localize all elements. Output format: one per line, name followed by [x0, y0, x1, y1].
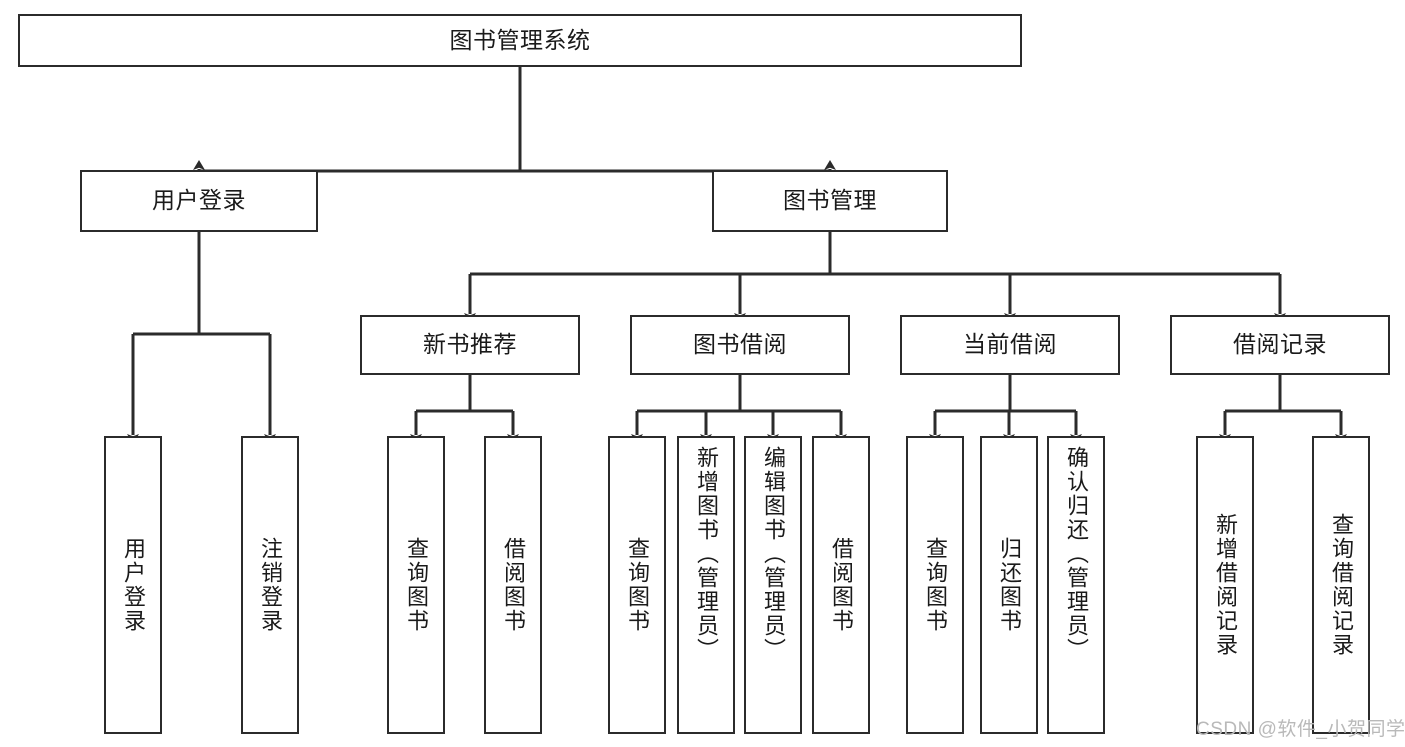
leaf-logout[interactable]: 注销登录 — [241, 436, 299, 734]
csdn-watermark: CSDN @软件_小贺同学 — [1196, 719, 1405, 740]
leaf-query-book-borrow[interactable]: 查询图书 — [608, 436, 666, 734]
leaf-confirm-return-admin-label: 确认归还（管理员） — [1063, 446, 1089, 662]
leaf-borrow-book[interactable]: 借阅图书 — [812, 436, 870, 734]
node-current-borrow-label: 当前借阅 — [963, 331, 1057, 358]
leaf-query-book-recommend-label: 查询图书 — [403, 537, 429, 633]
node-user-login[interactable]: 用户登录 — [80, 170, 318, 232]
leaf-add-borrow-record-label: 新增借阅记录 — [1212, 513, 1238, 657]
leaf-edit-book-admin[interactable]: 编辑图书（管理员） — [744, 436, 802, 734]
leaf-query-borrow-record[interactable]: 查询借阅记录 — [1312, 436, 1370, 734]
leaf-query-book-current-label: 查询图书 — [922, 537, 948, 633]
leaf-add-borrow-record[interactable]: 新增借阅记录 — [1196, 436, 1254, 734]
leaf-logout-label: 注销登录 — [257, 537, 283, 633]
node-book-borrow[interactable]: 图书借阅 — [630, 315, 850, 375]
leaf-add-book-admin[interactable]: 新增图书（管理员） — [677, 436, 735, 734]
node-user-login-label: 用户登录 — [152, 187, 246, 214]
leaf-return-book[interactable]: 归还图书 — [980, 436, 1038, 734]
leaf-borrow-book-recommend[interactable]: 借阅图书 — [484, 436, 542, 734]
leaf-borrow-book-label: 借阅图书 — [828, 537, 854, 633]
node-book-management-label: 图书管理 — [783, 187, 877, 214]
leaf-user-login-label: 用户登录 — [120, 537, 146, 633]
node-book-management[interactable]: 图书管理 — [712, 170, 948, 232]
node-borrow-record-label: 借阅记录 — [1233, 331, 1327, 358]
leaf-add-book-admin-label: 新增图书（管理员） — [693, 446, 719, 662]
leaf-query-book-recommend[interactable]: 查询图书 — [387, 436, 445, 734]
leaf-edit-book-admin-label: 编辑图书（管理员） — [760, 446, 786, 662]
leaf-query-borrow-record-label: 查询借阅记录 — [1328, 513, 1354, 657]
node-new-book-recommend-label: 新书推荐 — [423, 331, 517, 358]
node-current-borrow[interactable]: 当前借阅 — [900, 315, 1120, 375]
node-book-borrow-label: 图书借阅 — [693, 331, 787, 358]
leaf-confirm-return-admin[interactable]: 确认归还（管理员） — [1047, 436, 1105, 734]
leaf-borrow-book-recommend-label: 借阅图书 — [500, 537, 526, 633]
leaf-query-book-current[interactable]: 查询图书 — [906, 436, 964, 734]
leaf-user-login[interactable]: 用户登录 — [104, 436, 162, 734]
node-root[interactable]: 图书管理系统 — [18, 14, 1022, 67]
leaf-return-book-label: 归还图书 — [996, 537, 1022, 633]
node-root-label: 图书管理系统 — [449, 26, 591, 53]
leaf-query-book-borrow-label: 查询图书 — [624, 537, 650, 633]
node-new-book-recommend[interactable]: 新书推荐 — [360, 315, 580, 375]
node-borrow-record[interactable]: 借阅记录 — [1170, 315, 1390, 375]
